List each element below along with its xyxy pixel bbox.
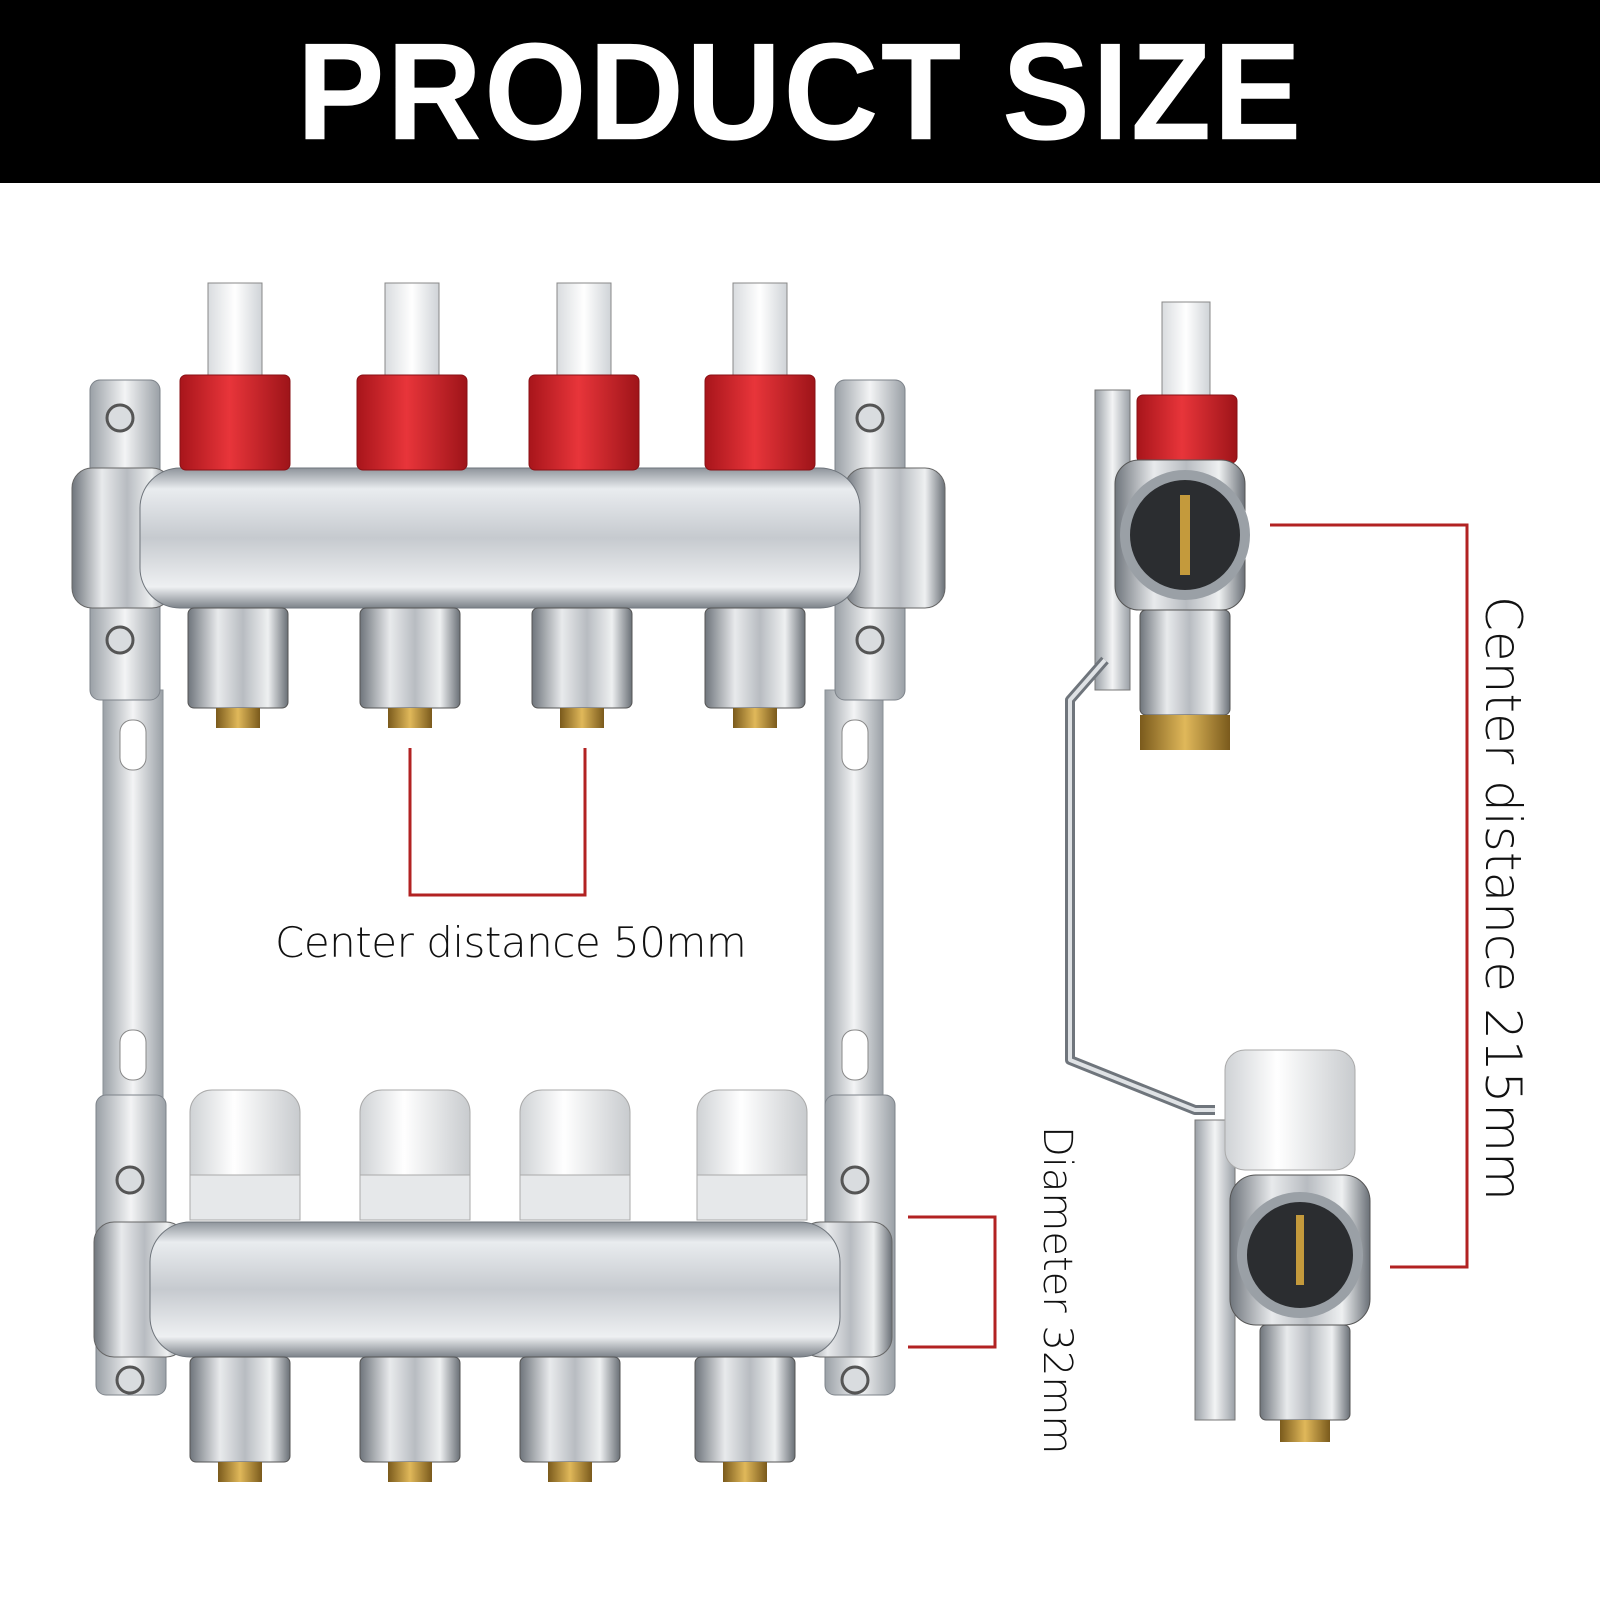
manifold-side-view	[1065, 301, 1371, 1442]
flowmeter-3	[528, 282, 640, 471]
dimension-line-32mm	[908, 1215, 997, 1349]
flowmeters	[179, 282, 816, 471]
dimension-lines	[408, 523, 1469, 1349]
flowmeter-2	[356, 282, 468, 471]
bracket-screws	[105, 403, 885, 1395]
supply-outlet-fittings	[187, 607, 806, 728]
return-manifold-bar	[93, 1221, 893, 1358]
dimension-line-50mm	[408, 748, 587, 897]
title-banner	[0, 0, 1600, 183]
page-title: PRODUCT SIZE	[296, 14, 1304, 169]
diameter-32mm-label: Diameter 32mm	[1034, 1126, 1080, 1455]
valve-knobs	[189, 1089, 808, 1221]
center-distance-215mm-label: Center distance 215mm	[1474, 596, 1532, 1201]
dimension-line-215mm	[1270, 523, 1469, 1269]
return-outlet-fittings	[189, 1356, 796, 1482]
center-distance-50mm-label: Center distance 50mm	[275, 918, 747, 967]
flowmeter-1	[179, 282, 291, 471]
flowmeter-4	[704, 282, 816, 471]
supply-manifold-bar	[71, 467, 946, 609]
